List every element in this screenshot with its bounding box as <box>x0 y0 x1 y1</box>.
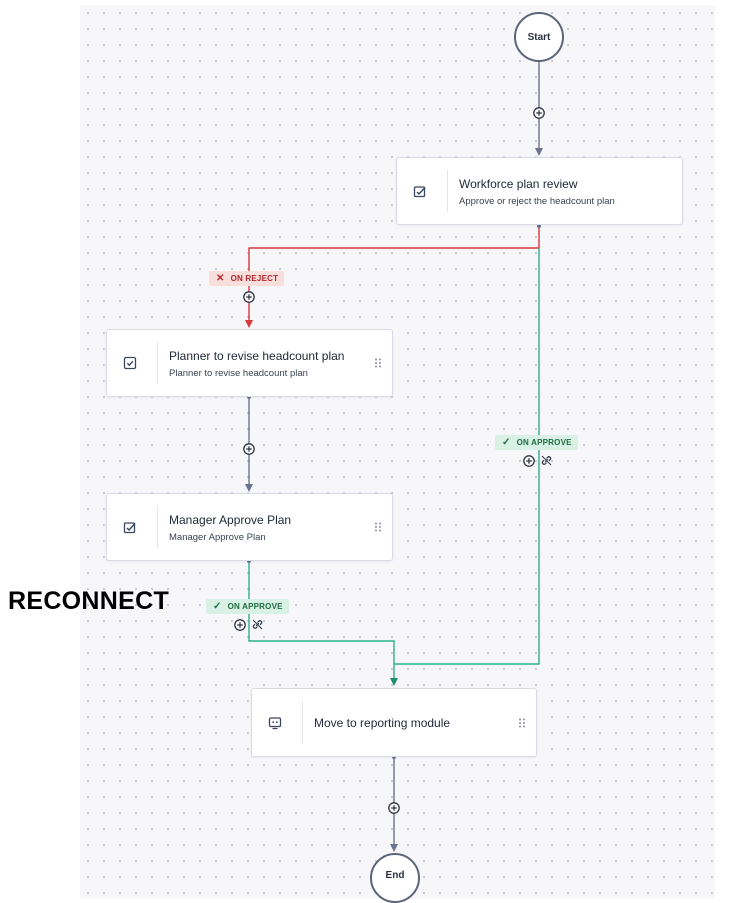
approval-icon <box>413 186 426 198</box>
add-step-icon[interactable] <box>234 619 246 631</box>
node-title: Workforce plan review <box>459 177 578 191</box>
node-subtitle: Manager Approve Plan <box>169 532 266 543</box>
end-node[interactable]: End <box>370 853 420 903</box>
drag-handle-icon[interactable] <box>374 358 382 368</box>
on-reject-badge: ✕ ON REJECT <box>209 271 285 286</box>
connector-reject <box>245 226 540 328</box>
end-label: End <box>385 869 405 881</box>
on-approve-badge: ✓ ON APPROVE <box>495 435 578 450</box>
add-step-icon[interactable] <box>533 107 545 119</box>
close-icon: ✕ <box>216 273 225 284</box>
node-subtitle: Planner to revise headcount plan <box>169 368 308 379</box>
drag-handle-icon[interactable] <box>374 522 382 532</box>
add-step-icon[interactable] <box>243 443 255 455</box>
node-move-to-reporting[interactable]: Move to reporting module <box>251 688 537 757</box>
workflow-canvas <box>80 5 715 899</box>
node-planner-revise[interactable]: Planner to revise headcount plan Planner… <box>106 329 393 397</box>
node-title: Planner to revise headcount plan <box>169 349 345 363</box>
start-node[interactable]: Start <box>514 12 564 62</box>
approval-icon <box>123 522 136 534</box>
card-separator <box>157 342 158 384</box>
check-icon: ✓ <box>502 437 511 448</box>
connector-approve-main <box>394 248 540 665</box>
card-separator <box>302 701 303 744</box>
check-icon: ✓ <box>213 601 222 612</box>
disconnect-icon[interactable] <box>252 619 263 630</box>
task-check-icon <box>123 356 137 370</box>
disconnect-icon[interactable] <box>541 455 552 466</box>
card-separator <box>157 506 158 548</box>
card-separator <box>447 170 448 212</box>
add-step-icon[interactable] <box>388 802 400 814</box>
start-label: Start <box>527 31 551 43</box>
on-approve-label: ON APPROVE <box>227 602 283 611</box>
drag-handle-icon[interactable] <box>518 718 526 728</box>
add-step-icon[interactable] <box>523 455 535 467</box>
on-approve-manager-badge: ✓ ON APPROVE <box>206 599 289 614</box>
reconnect-annotation: RECONNECT <box>8 587 170 615</box>
node-manager-approve[interactable]: Manager Approve Plan Manager Approve Pla… <box>106 493 393 561</box>
on-reject-label: ON REJECT <box>230 274 279 283</box>
connector-approve-manager <box>248 561 398 686</box>
node-title: Manager Approve Plan <box>169 513 292 527</box>
on-approve-label: ON APPROVE <box>516 438 572 447</box>
add-step-icon[interactable] <box>243 291 255 303</box>
node-subtitle: Approve or reject the headcount plan <box>459 196 615 207</box>
node-workforce-plan-review[interactable]: Workforce plan review Approve or reject … <box>396 157 683 225</box>
node-title: Move to reporting module <box>314 716 451 730</box>
system-action-icon <box>268 716 282 729</box>
